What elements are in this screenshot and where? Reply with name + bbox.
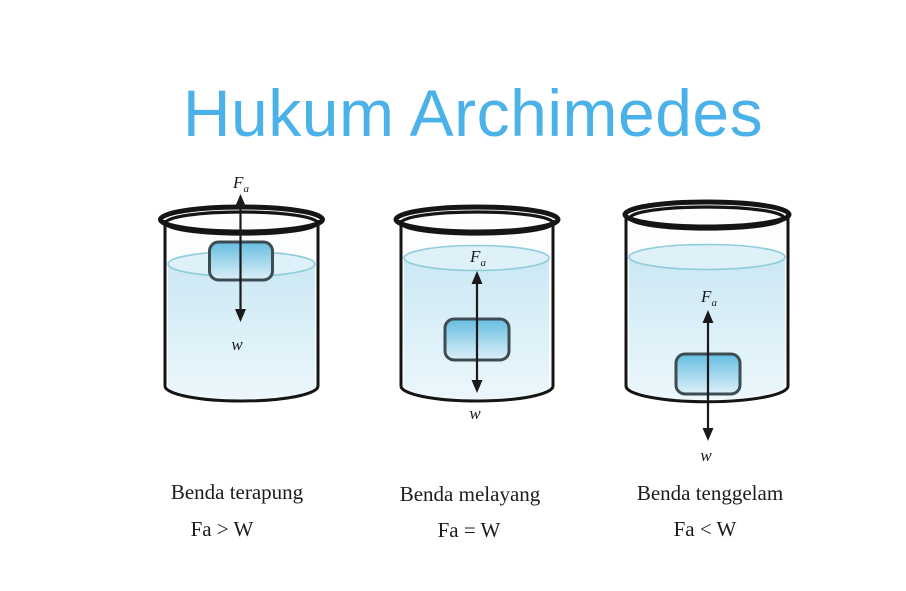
water: [168, 264, 315, 400]
buoyancy-symbol: F: [469, 247, 481, 266]
buoyancy-symbol: F: [232, 173, 244, 192]
weight-arrow-icon: [471, 380, 483, 393]
beaker-rim: [622, 199, 792, 230]
formula-terapung: Fa > W: [190, 517, 254, 541]
buoyancy-force-label: Fa: [469, 247, 486, 269]
caption-terapung: Benda terapung: [170, 480, 304, 504]
buoyancy-force-label: Fa: [700, 287, 717, 309]
formula-melayang: Fa = W: [437, 518, 501, 542]
weight-arrow-icon: [702, 428, 714, 441]
buoyancy-arrow-icon: [471, 271, 483, 284]
buoyancy-symbol: F: [700, 287, 712, 306]
weight-force-label: w: [231, 335, 243, 354]
beaker-rim: [393, 204, 561, 235]
beaker-melayang: Fa w: [393, 204, 561, 423]
beaker-tenggelam: Fa w: [622, 199, 792, 465]
weight-force-label: w: [700, 446, 712, 465]
buoyancy-arrow-icon: [702, 310, 714, 323]
buoyancy-force-label: Fa: [232, 173, 249, 195]
weight-arrow-icon: [235, 309, 246, 322]
buoyancy-subscript: a: [243, 183, 249, 195]
page-title: Hukum Archimedes: [182, 76, 764, 150]
formula-tenggelam: Fa < W: [673, 517, 737, 541]
water-surface: [628, 243, 786, 271]
buoyancy-subscript: a: [711, 297, 717, 309]
beaker-rim-inner: [399, 210, 555, 236]
buoyancy-arrow-icon: [235, 194, 246, 207]
weight-force-label: w: [469, 404, 481, 423]
water-surface: [403, 244, 550, 272]
beaker-terapung: Fa w: [158, 173, 325, 403]
beaker-rim-inner: [628, 205, 786, 231]
caption-tenggelam: Benda tenggelam: [636, 481, 784, 505]
caption-melayang: Benda melayang: [399, 482, 541, 506]
buoyancy-subscript: a: [480, 257, 486, 269]
